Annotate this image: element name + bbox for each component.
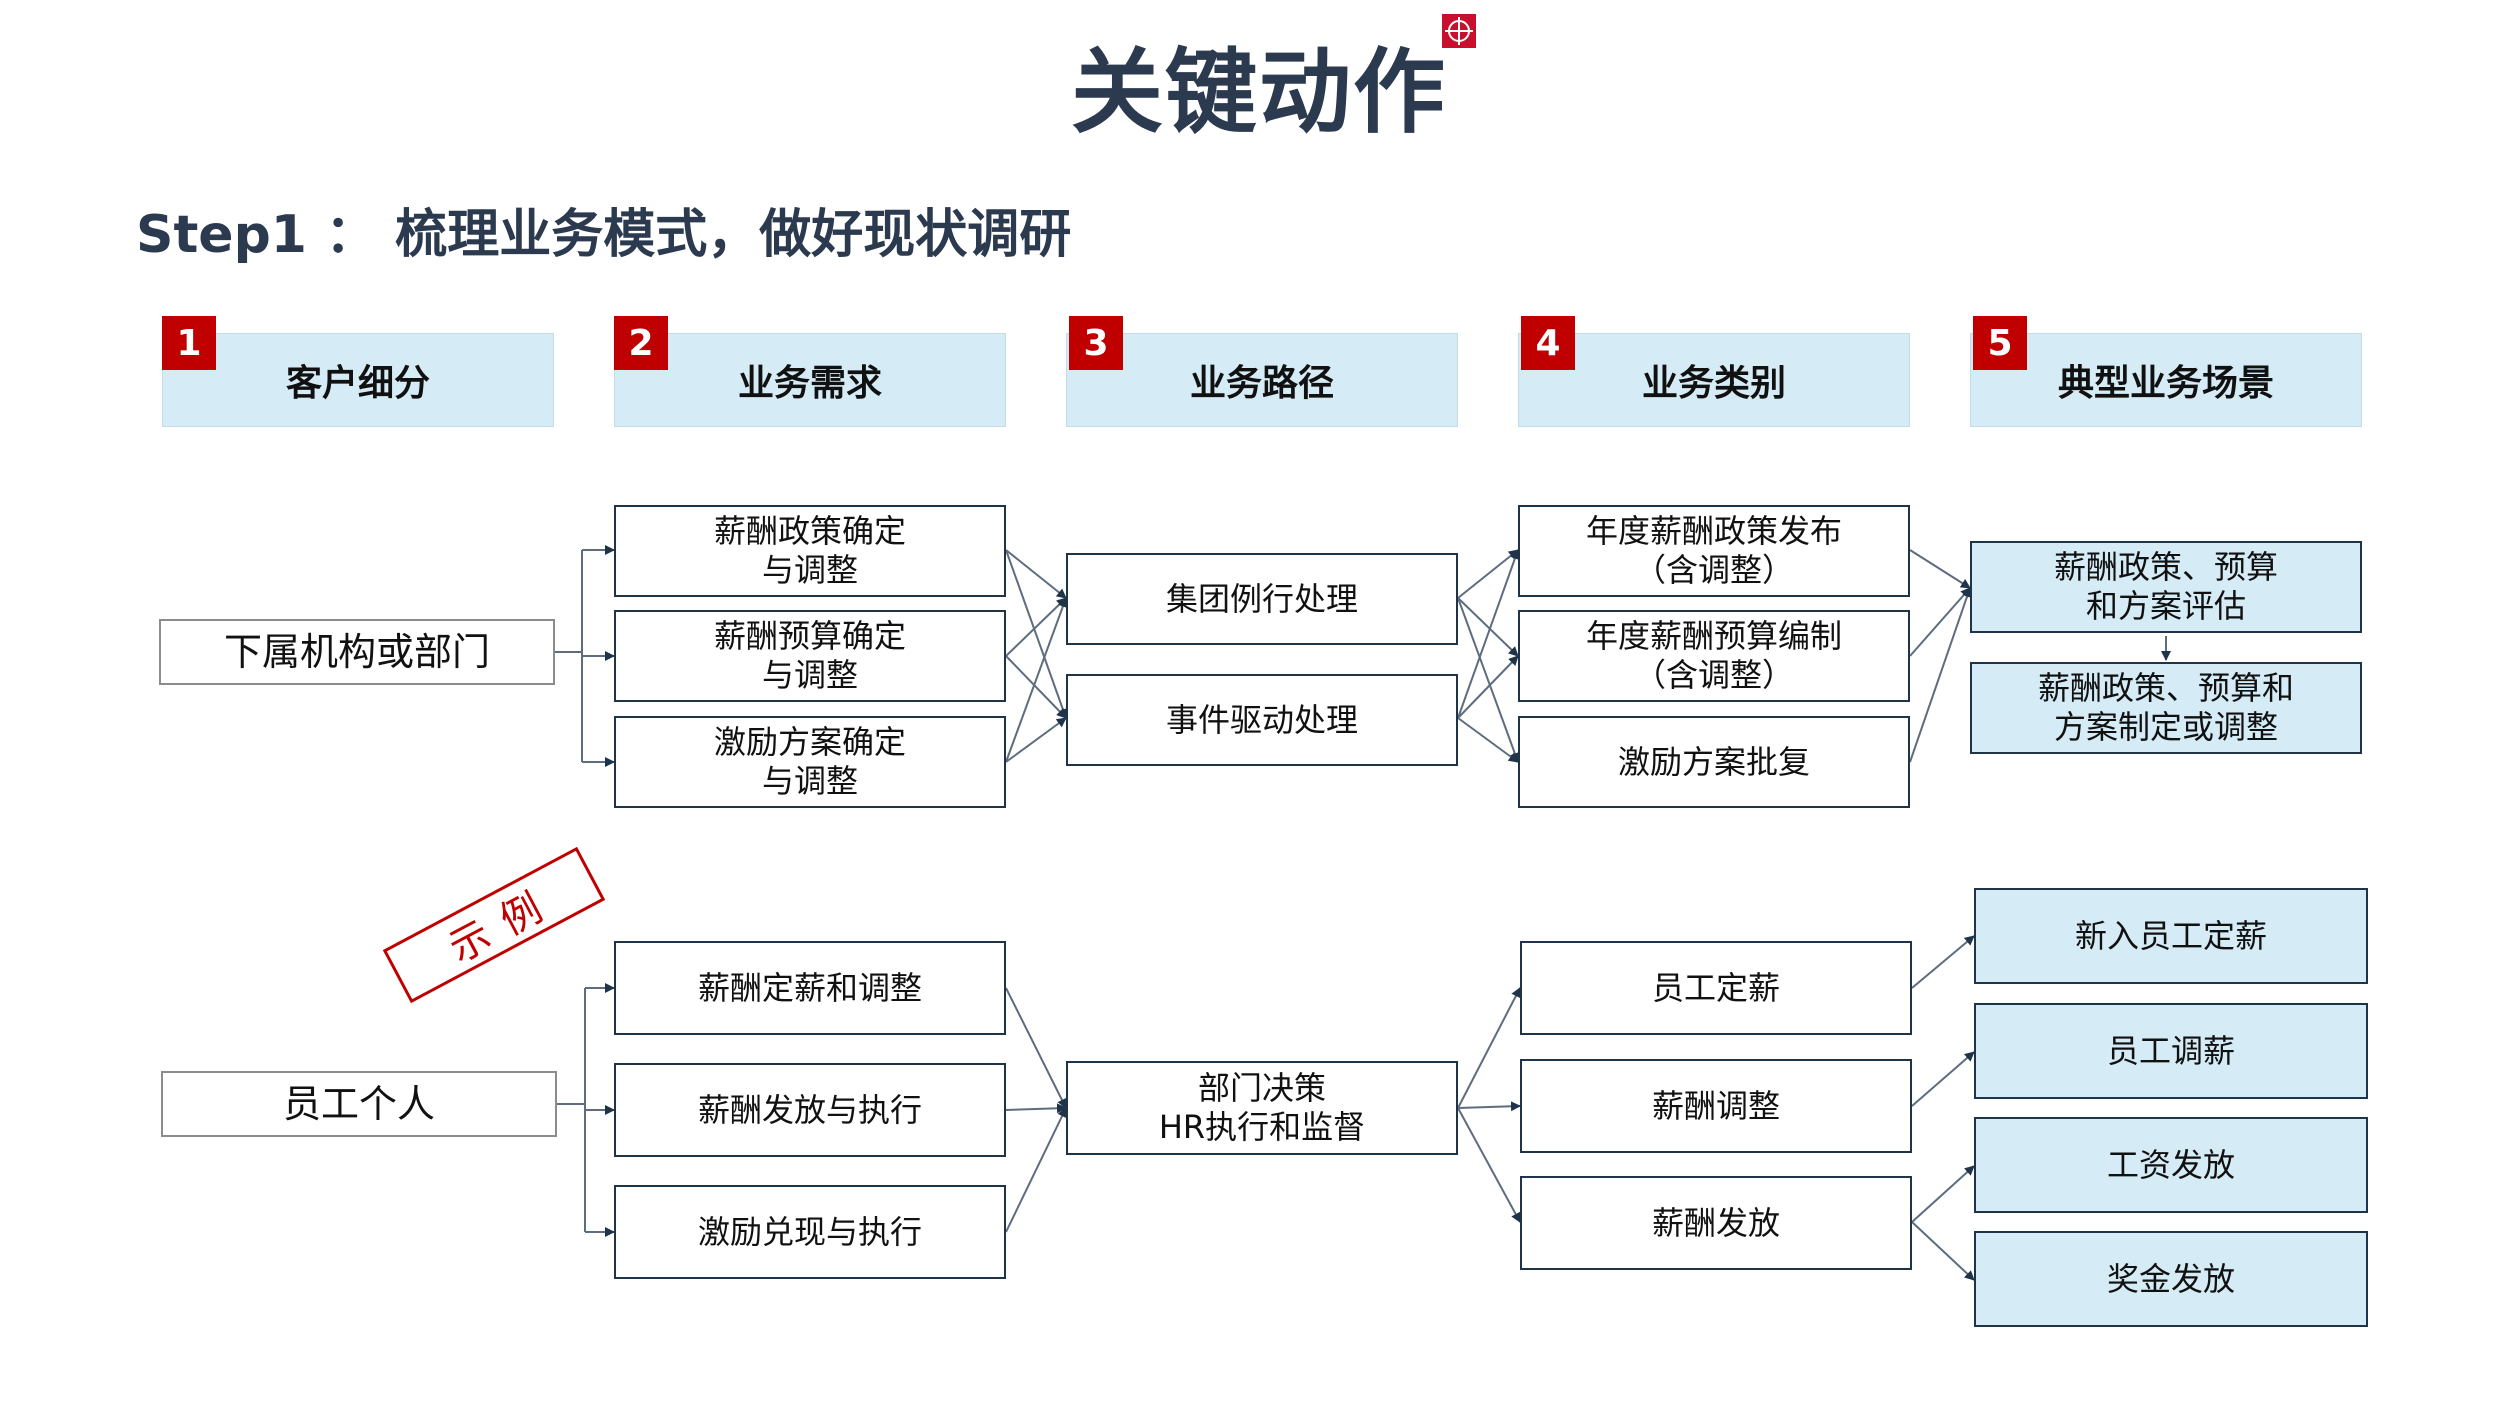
scenario-box: 奖金发放 [1974, 1231, 2368, 1327]
connector-line [1909, 587, 1971, 657]
connector-line [1911, 1221, 1975, 1281]
need-box: 薪酬发放与执行 [614, 1063, 1006, 1157]
path-box: 部门决策 HR执行和监督 [1066, 1061, 1458, 1155]
need-box: 薪酬政策确定 与调整 [614, 505, 1006, 597]
category-box: 年度薪酬预算编制 （含调整） [1518, 610, 1910, 702]
step-number-badge: 5 [1973, 316, 2027, 370]
category-box: 员工定薪 [1520, 941, 1912, 1035]
connector-line [1457, 1101, 1521, 1112]
connector-line [1005, 549, 1068, 719]
scenario-box: 薪酬政策、预算和 方案制定或调整 [1970, 662, 2362, 754]
connector-line [1457, 987, 1521, 1109]
header-business-path: 业务路径 [1066, 333, 1458, 427]
header-customer-segment: 客户细分 [162, 333, 554, 427]
step-number-badge: 3 [1069, 316, 1123, 370]
need-box: 激励兑现与执行 [614, 1185, 1006, 1279]
scenario-box: 新入员工定薪 [1974, 888, 2368, 984]
connector-line [1457, 655, 1519, 719]
step-title: Step1 ： 梳理业务模式，做好现状调研 [136, 205, 1072, 265]
category-box: 薪酬发放 [1520, 1176, 1912, 1270]
connector-line [1911, 1051, 1975, 1107]
scenario-box: 员工调薪 [1974, 1003, 2368, 1099]
connector-line [1457, 597, 1520, 763]
scenario-box: 薪酬政策、预算 和方案评估 [1970, 541, 2362, 633]
connector-line [1457, 549, 1520, 719]
connector-line [1005, 655, 1067, 719]
connector-line [1457, 549, 1519, 599]
connector-line [1457, 1107, 1521, 1223]
connector-line [1911, 935, 1975, 989]
customer-employee-box: 员工个人 [161, 1071, 557, 1137]
step-number-badge: 2 [614, 316, 668, 370]
connector-line [1005, 717, 1067, 763]
need-box: 薪酬定薪和调整 [614, 941, 1006, 1035]
need-box: 薪酬预算确定 与调整 [614, 610, 1006, 702]
path-box: 集团例行处理 [1066, 553, 1458, 645]
page-title: 关键动作 [1070, 39, 1447, 146]
connector-line [1005, 597, 1068, 763]
need-box: 激励方案确定 与调整 [614, 716, 1006, 808]
category-box: 激励方案批复 [1518, 716, 1910, 808]
step-number-badge: 1 [162, 316, 216, 370]
header-business-category: 业务类别 [1518, 333, 1910, 427]
connector-line [1005, 549, 1067, 599]
header-typical-scenario: 典型业务场景 [1970, 333, 2362, 427]
connector-line [1911, 1165, 1975, 1223]
connector-line [1457, 717, 1519, 763]
category-box: 薪酬调整 [1520, 1059, 1912, 1153]
customer-subsidiary-box: 下属机构或部门 [159, 619, 555, 685]
connector-line [1005, 1107, 1067, 1233]
connector-line [1005, 987, 1067, 1109]
step-number-badge: 4 [1521, 316, 1575, 370]
header-business-needs: 业务需求 [614, 333, 1006, 427]
category-box: 年度薪酬政策发布 （含调整） [1518, 505, 1910, 597]
logo-icon [1442, 14, 1476, 48]
connector-line [1909, 549, 1971, 589]
path-box: 事件驱动处理 [1066, 674, 1458, 766]
scenario-box: 工资发放 [1974, 1117, 2368, 1213]
connector-line [1005, 1103, 1067, 1114]
connector-line [1909, 587, 1972, 763]
connector-line [1457, 597, 1519, 657]
connector-line [1005, 597, 1067, 657]
